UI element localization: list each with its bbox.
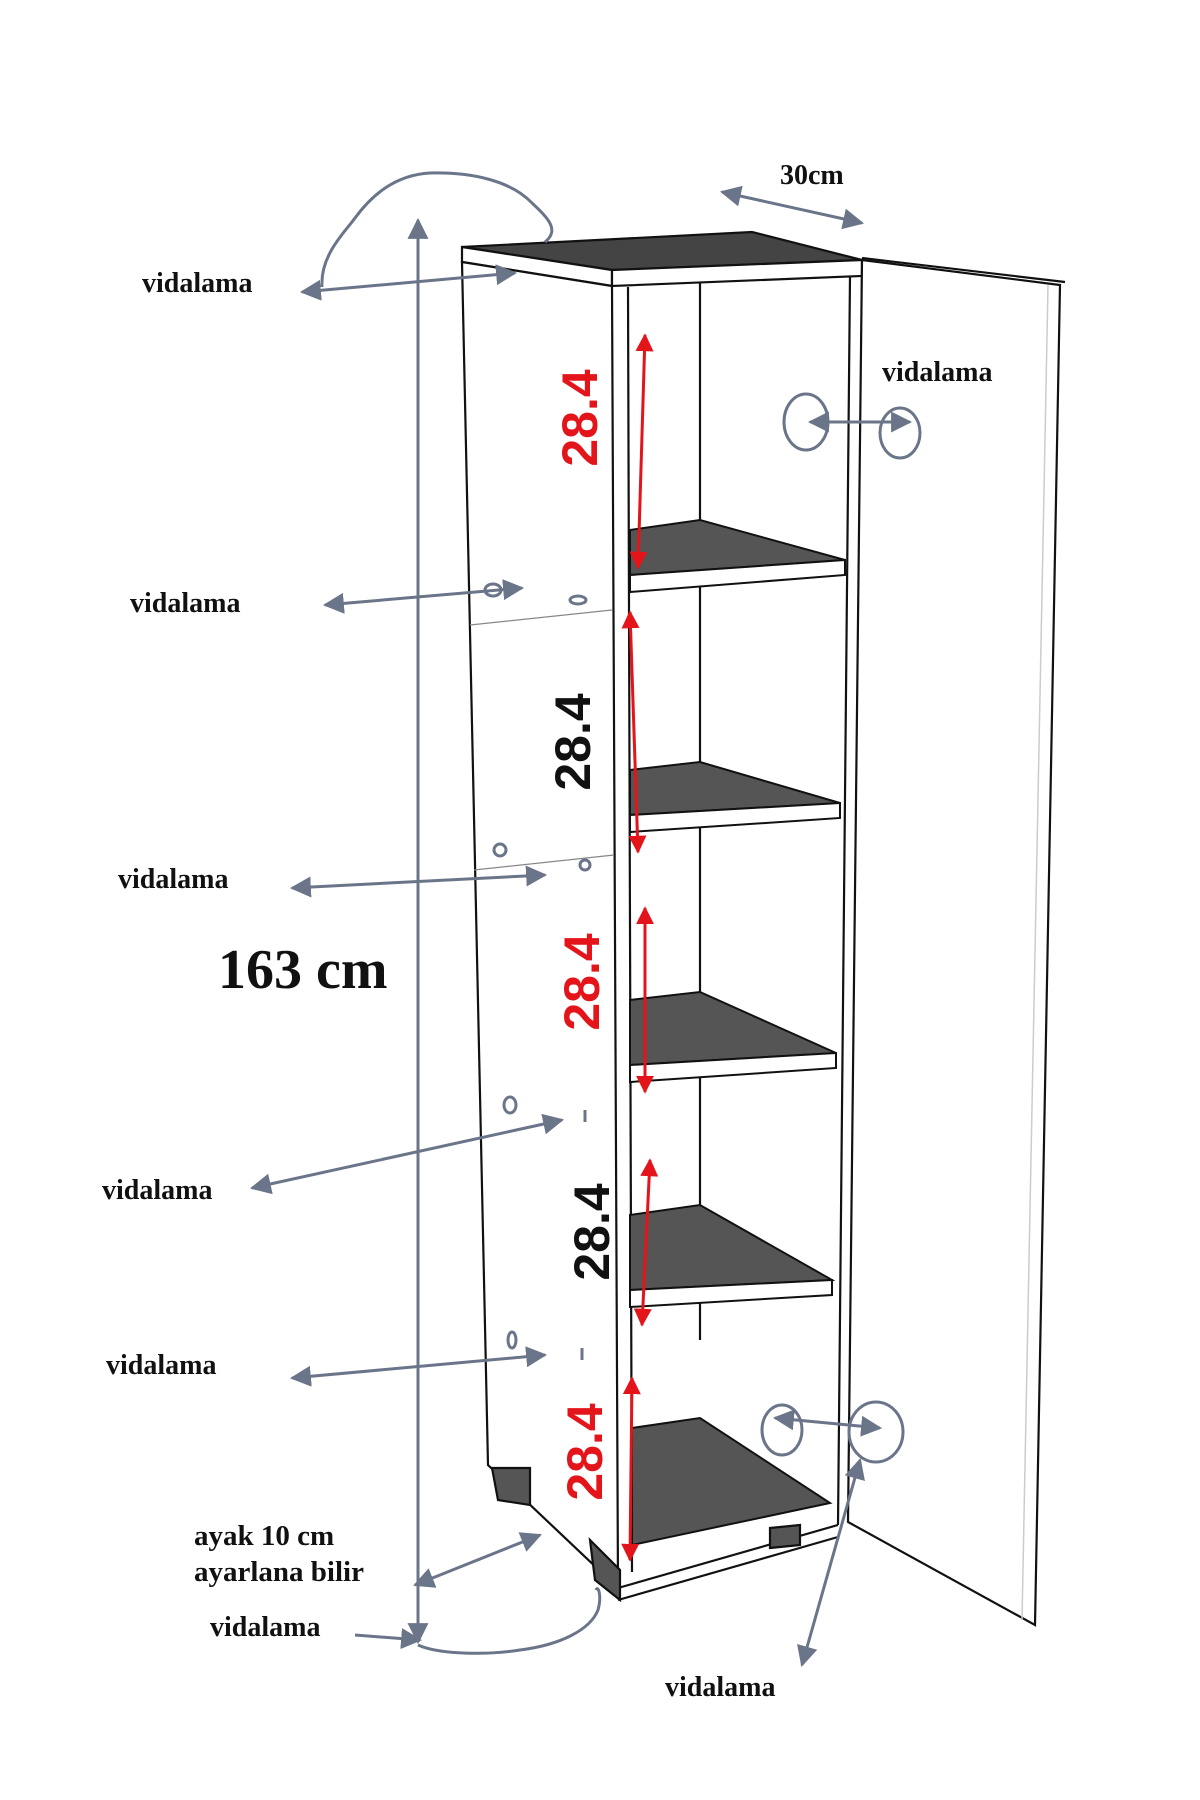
cabinet-inner-edge (626, 286, 634, 1573)
screw-hole-3a (502, 1095, 518, 1115)
screw-hole-2a (492, 842, 508, 858)
screw-hole-2b (578, 858, 592, 872)
cabinet-foot-back (768, 1523, 802, 1550)
screw-label-row-2: vidalama (118, 864, 229, 895)
hinge-bottom-left-circle (760, 1403, 804, 1457)
screw-hole-1b (568, 594, 588, 606)
shelf-dim-arrow-4 (633, 1158, 659, 1327)
shelf-1-edge (629, 558, 846, 594)
shelf-height-2: 28.4 (545, 693, 601, 791)
door-screw-arrow (797, 1457, 865, 1668)
shelves (629, 518, 846, 1547)
width-arrow (719, 185, 865, 230)
screw-label-bottom-left: vidalama (210, 1612, 321, 1643)
shelf-dim-arrow-1 (629, 333, 654, 570)
shelf-4 (629, 1203, 836, 1292)
screw-label-row-4: vidalama (106, 1350, 217, 1381)
cabinet-side-joint-1 (469, 609, 613, 626)
door-panel (846, 258, 1062, 1627)
shelf-height-3: 28.4 (554, 933, 610, 1031)
foot-note-line-1: ayak 10 cm (194, 1520, 335, 1552)
screw-arrow-row-1 (322, 579, 525, 614)
shelf-4-edge (629, 1278, 833, 1309)
screw-label-row-1: vidalama (130, 588, 241, 619)
cabinet-door (846, 256, 1066, 1627)
cabinet-foot-right (588, 1536, 622, 1603)
door-top-edge (861, 256, 1066, 284)
screw-label-top-left: vidalama (142, 268, 253, 299)
hinge-top-right-circle (878, 406, 922, 460)
foot-arrow (413, 1532, 542, 1588)
hinges (760, 392, 922, 1464)
bottom-screw-curve (417, 1587, 602, 1655)
screw-label-row-3: vidalama (102, 1175, 213, 1206)
cabinet-body (460, 230, 864, 1603)
screw-arrow-row-4 (289, 1346, 548, 1387)
total-height-label: 163 cm (218, 939, 388, 1001)
shelf-height-5: 28.4 (557, 1403, 613, 1501)
cabinet-right-edge (836, 275, 852, 1526)
foot-note: ayak 10 cm ayarlana bilir (194, 1518, 364, 1591)
door-edge-thickness (1021, 284, 1049, 1621)
cabinet-bottom-lip (617, 1535, 839, 1602)
width-label: 30cm (780, 160, 844, 191)
foot-note-line-2: ayarlana bilir (194, 1556, 364, 1589)
shelf-3-edge (629, 1051, 837, 1084)
top-screw-curve (320, 171, 554, 288)
screw-label-bottom-door: vidalama (665, 1672, 776, 1703)
callout-arrows (249, 171, 865, 1668)
screw-arrow-row-3 (249, 1113, 565, 1195)
screw-label-top-right: vidalama (882, 357, 993, 388)
shelf-dim-arrow-5 (621, 1376, 641, 1562)
shelf-dim-arrow-2 (621, 610, 647, 854)
shelf-dimension-arrows (621, 333, 659, 1562)
top-screw-arrow (299, 264, 518, 301)
screw-arrow-row-2 (289, 865, 548, 898)
bottom-screw-arrow (354, 1628, 423, 1650)
shelf-height-1: 28.4 (552, 369, 608, 467)
cabinet-foot-left (490, 1466, 532, 1507)
hinge-bottom-arrow (772, 1409, 883, 1437)
shelf-height-4: 28.4 (564, 1183, 620, 1281)
